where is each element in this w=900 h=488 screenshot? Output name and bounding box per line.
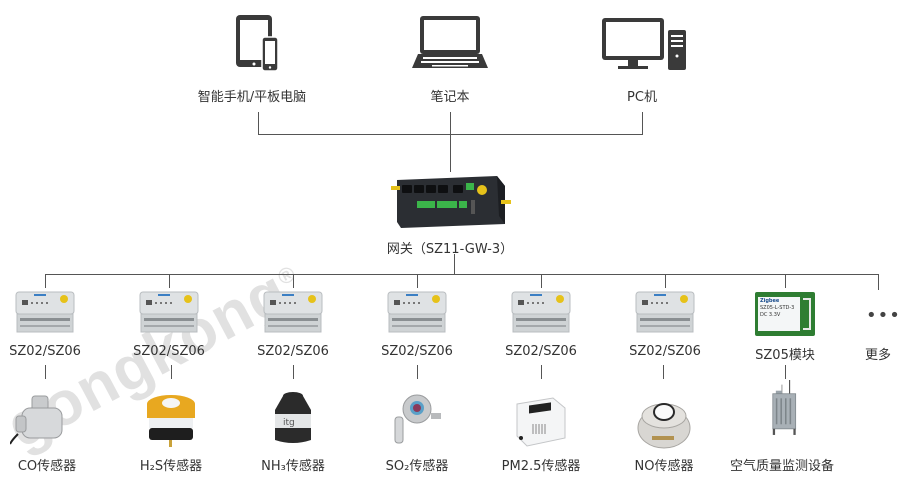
connector-sensor-4 [417, 365, 418, 379]
sensor-label-nh3: NH₃传感器 [261, 459, 325, 474]
co-sensor-icon[interactable] [10, 394, 70, 452]
air-quality-station-icon[interactable] [755, 380, 815, 438]
module-label-6: SZ02/SZ06 [629, 344, 701, 359]
connector-sensor-7 [785, 365, 786, 379]
device-label-laptop: 笔记本 [430, 90, 470, 105]
device-label-mobile: 智能手机/平板电脑 [197, 90, 307, 105]
connector-pc-down [642, 112, 643, 135]
connector-bus-drop-6 [665, 274, 666, 288]
connector-bus-drop-1 [45, 274, 46, 288]
connector-top-bus [258, 134, 643, 135]
module-label-4: SZ02/SZ06 [381, 344, 453, 359]
din-rail-module-icon[interactable] [262, 290, 324, 334]
svg-text:itg: itg [283, 418, 295, 428]
so2-sensor-icon[interactable] [387, 391, 447, 449]
connector-bus-drop-5 [541, 274, 542, 288]
din-rail-module-icon[interactable] [138, 290, 200, 334]
module-label-1: SZ02/SZ06 [9, 344, 81, 359]
nh3-sensor-icon[interactable]: itg [263, 390, 323, 448]
desktop-pc-icon [602, 18, 686, 70]
more-dots-icon[interactable]: ••• [866, 305, 900, 326]
module-label-7: SZ05模块 [755, 348, 815, 363]
din-rail-module-icon[interactable] [510, 290, 572, 334]
din-rail-module-icon[interactable] [386, 290, 448, 334]
gateway-router-icon[interactable] [387, 170, 513, 230]
gateway-label: 网关（SZ11-GW-3） [386, 242, 514, 257]
module-label-5: SZ02/SZ06 [505, 344, 577, 359]
sensor-label-no: NO传感器 [634, 459, 694, 474]
connector-sensor-6 [663, 365, 664, 379]
board-model-text: SZ05-L-STD-3 [760, 305, 795, 311]
connector-gateway-down [454, 254, 455, 275]
sensor-label-pm25: PM2.5传感器 [501, 459, 581, 474]
connector-sensor-3 [293, 365, 294, 379]
board-voltage-text: DC 3.3V [760, 312, 781, 318]
module-label-3: SZ02/SZ06 [257, 344, 329, 359]
antenna-trace [803, 298, 811, 330]
zigbee-board-icon[interactable]: Zigbee SZ05-L-STD-3 DC 3.3V [755, 292, 815, 336]
din-rail-module-icon[interactable] [634, 290, 696, 334]
connector-sensor-5 [541, 365, 542, 379]
tablet-phone-icon [236, 15, 279, 72]
sensor-label-air-quality: 空气质量监测设备 [729, 459, 835, 474]
din-rail-module-icon[interactable] [14, 290, 76, 334]
connector-bus-drop-3 [293, 274, 294, 288]
board-brand-text: Zigbee [760, 298, 780, 304]
pm25-sensor-icon[interactable] [511, 394, 571, 452]
device-label-pc: PC机 [627, 90, 657, 105]
connector-bus-drop-4 [417, 274, 418, 288]
no-sensor-icon[interactable] [634, 394, 694, 452]
connector-sensor-1 [45, 365, 46, 379]
module-label-2: SZ02/SZ06 [133, 344, 205, 359]
laptop-icon [412, 16, 488, 68]
sensor-label-co: CO传感器 [17, 459, 77, 474]
connector-bus-drop-2 [169, 274, 170, 288]
h2s-sensor-icon[interactable] [141, 392, 201, 450]
module-label-8: 更多 [864, 348, 892, 363]
connector-bus-drop-8 [878, 274, 879, 290]
connector-laptop-down [450, 112, 451, 172]
sensor-label-so2: SO₂传感器 [385, 459, 449, 474]
zigbee-board-label: Zigbee SZ05-L-STD-3 DC 3.3V [758, 297, 800, 331]
connector-bus-drop-7 [785, 274, 786, 288]
connector-sensor-2 [171, 365, 172, 379]
registered-mark: ® [273, 260, 301, 291]
sensor-label-h2s: H₂S传感器 [139, 459, 203, 474]
connector-module-bus [45, 274, 879, 275]
connector-mobile-down [258, 112, 259, 135]
